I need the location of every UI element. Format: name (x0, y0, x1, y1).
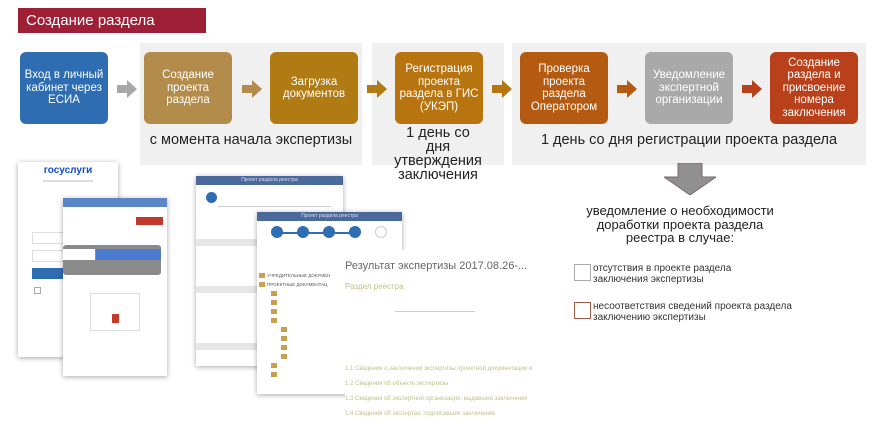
result-section: Раздел реестра (345, 282, 404, 291)
arrow-right-icon (242, 80, 262, 98)
arrow-right-icon (742, 80, 762, 98)
step-create-project: Создание проекта раздела (144, 52, 232, 124)
gosuslugi-logo: госуслуги (43, 165, 93, 176)
section-title-banner: Создание раздела реестра (18, 8, 206, 54)
project-tree-header: Проект раздела реестра (257, 212, 402, 221)
result-item: 1.3 Сведения об экспертной организации, … (345, 396, 528, 402)
case-checkbox (574, 302, 591, 319)
case-label: отсутствия в проекте раздела заключения … (593, 263, 732, 285)
arrow-right-icon (117, 80, 137, 98)
timing-stage-3: 1 день со дня регистрации проекта раздел… (540, 132, 838, 148)
case-checkbox (574, 264, 591, 281)
arrow-down-icon (664, 163, 716, 195)
step-upload-documents: Загрузка документов (270, 52, 358, 124)
timing-stage-2: 1 день со дня утверждения заключения (394, 125, 482, 183)
personal-cabinet-screenshot (63, 198, 167, 376)
result-item: 1.1 Сведения о заключении экспертизы про… (345, 366, 533, 372)
step-notify-organization: Уведомление экспертной организации (645, 52, 733, 124)
expertise-result-screenshot: Результат экспертизы 2017.08.26-... Разд… (345, 250, 533, 418)
step-esia-login: Вход в личный кабинет через ЕСИА (20, 52, 108, 124)
step-create-section: Создание раздела и присвоение номера зак… (770, 52, 858, 124)
step-register-gis: Регистрация проекта раздела в ГИС (УКЭП) (395, 52, 483, 124)
notification-text: уведомление о необходимости доработки пр… (586, 203, 774, 245)
step-label: Создание раздела и присвоение номера зак… (782, 56, 846, 119)
arrow-right-icon (617, 80, 637, 98)
project-form-header: Проект раздела реестра (196, 176, 343, 185)
arrow-right-icon (492, 80, 512, 98)
arrow-right-icon (367, 80, 387, 98)
result-item: 1.4 Сведения об экспертах, подписавших з… (345, 411, 496, 417)
step-label: Проверка проекта раздела Оператором (530, 63, 598, 113)
step-label: Регистрация проекта раздела в ГИС (УКЭП) (399, 63, 479, 113)
step-label: Создание проекта раздела (162, 69, 214, 107)
step-label: Уведомление экспертной организации (652, 69, 726, 107)
result-title: Результат экспертизы 2017.08.26-... (345, 260, 528, 272)
timing-stage-1: с момента начала экспертизы (149, 132, 353, 148)
case-label: несоответствия сведений проекта раздела … (593, 301, 792, 323)
tree-folder: УЧРЕДИТЕЛЬНЫЕ ДОКУМЕН (267, 273, 331, 278)
step-label: Загрузка документов (282, 75, 346, 101)
result-item: 1.2 Сведения об объекте экспертизы (345, 381, 449, 387)
tree-folder: ПРОЕКТНЫЕ ДОКУМЕНТАЦ (267, 282, 328, 287)
step-operator-check: Проверка проекта раздела Оператором (520, 52, 608, 124)
step-label: Вход в личный кабинет через ЕСИА (24, 69, 104, 107)
